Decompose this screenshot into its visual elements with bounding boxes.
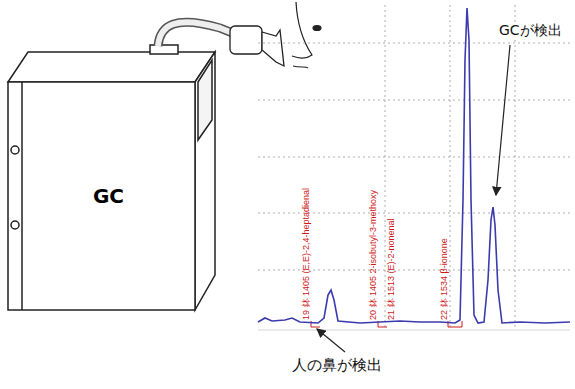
instrument-face: GC bbox=[22, 82, 195, 310]
sniff-port bbox=[230, 26, 284, 66]
leader-arrow bbox=[317, 329, 345, 352]
compound-label: 19 鉢 1405 (E,E)-2,4-heptadienal bbox=[300, 188, 313, 320]
compound-label: 21 鉢 1513 (E)-2-nonenal bbox=[385, 218, 398, 320]
leader-arrow bbox=[496, 45, 510, 195]
compound-label: 20 鉢 1405 2-isobutyl-3-methoxy bbox=[367, 190, 380, 320]
callout-text: GCが検出 bbox=[497, 22, 564, 40]
transfer-tube bbox=[158, 22, 235, 46]
chromatogram-trace bbox=[258, 8, 570, 323]
callout-text: 人の鼻が検出 bbox=[290, 356, 384, 375]
human-nose bbox=[292, 2, 321, 68]
compound-label: 22 鉢 1534 β-ionone bbox=[438, 238, 451, 320]
gc-instrument bbox=[8, 45, 215, 310]
chromatogram-grid bbox=[258, 5, 570, 330]
instrument-name: GC bbox=[93, 184, 124, 208]
